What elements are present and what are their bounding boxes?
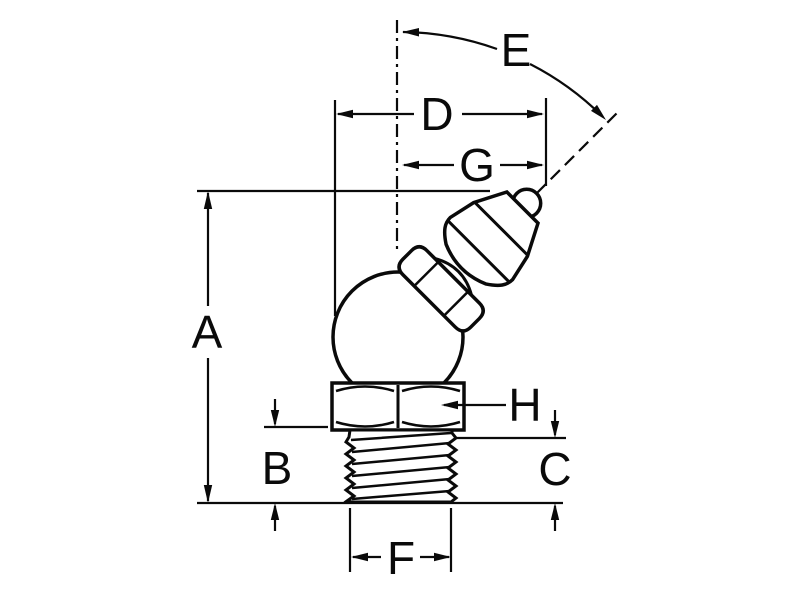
g-arrow-right bbox=[527, 160, 544, 170]
dimension-c: C bbox=[538, 410, 572, 531]
head-band-line-1 bbox=[447, 219, 511, 283]
dimension-b: B bbox=[262, 399, 293, 531]
thread-lines bbox=[350, 431, 452, 501]
hex-nut bbox=[330, 381, 466, 432]
fitting-body bbox=[330, 112, 618, 504]
dimension-d: D bbox=[336, 88, 544, 140]
g-arrow-left bbox=[402, 160, 419, 170]
c-arrow-down bbox=[550, 421, 560, 438]
a-arrow-down bbox=[203, 485, 213, 503]
dimension-a: A bbox=[192, 191, 223, 503]
c-arrow-up bbox=[550, 503, 560, 520]
label-e: E bbox=[501, 24, 532, 76]
dimension-e: E bbox=[402, 24, 606, 120]
label-b: B bbox=[262, 442, 293, 494]
d-arrow-left bbox=[336, 109, 353, 119]
b-arrow-up bbox=[270, 503, 280, 520]
b-arrow-down bbox=[270, 410, 280, 427]
dimension-h: H bbox=[441, 379, 542, 431]
threaded-stud bbox=[343, 428, 459, 504]
e-arrow-left bbox=[402, 28, 419, 37]
head-band-line-2 bbox=[473, 200, 530, 257]
collar-flat-edge-lower bbox=[443, 290, 469, 317]
neck-arc bbox=[434, 257, 473, 296]
nozzle-axis-centerline bbox=[535, 112, 618, 195]
e-arrow-right bbox=[591, 104, 606, 120]
dimension-f: F bbox=[351, 532, 451, 584]
d-arrow-right bbox=[527, 109, 544, 119]
f-arrow-left bbox=[351, 552, 368, 562]
label-a: A bbox=[192, 306, 223, 358]
extension-lines bbox=[197, 98, 566, 572]
nozzle-45deg bbox=[397, 112, 618, 333]
h-arrow-left bbox=[441, 400, 458, 410]
label-f: F bbox=[387, 532, 415, 584]
label-g: G bbox=[459, 139, 495, 191]
collar-flat-edge-upper bbox=[413, 261, 440, 287]
hex-nut-chamfer-arcs bbox=[335, 385, 461, 428]
collar bbox=[397, 245, 485, 333]
f-arrow-right bbox=[434, 552, 451, 562]
e-arc-right bbox=[529, 63, 603, 117]
nozzle-head bbox=[442, 190, 540, 288]
a-arrow-up bbox=[203, 191, 213, 209]
label-d: D bbox=[420, 88, 453, 140]
dimension-g: G bbox=[402, 139, 544, 191]
label-h: H bbox=[508, 379, 541, 431]
label-c: C bbox=[538, 443, 571, 495]
